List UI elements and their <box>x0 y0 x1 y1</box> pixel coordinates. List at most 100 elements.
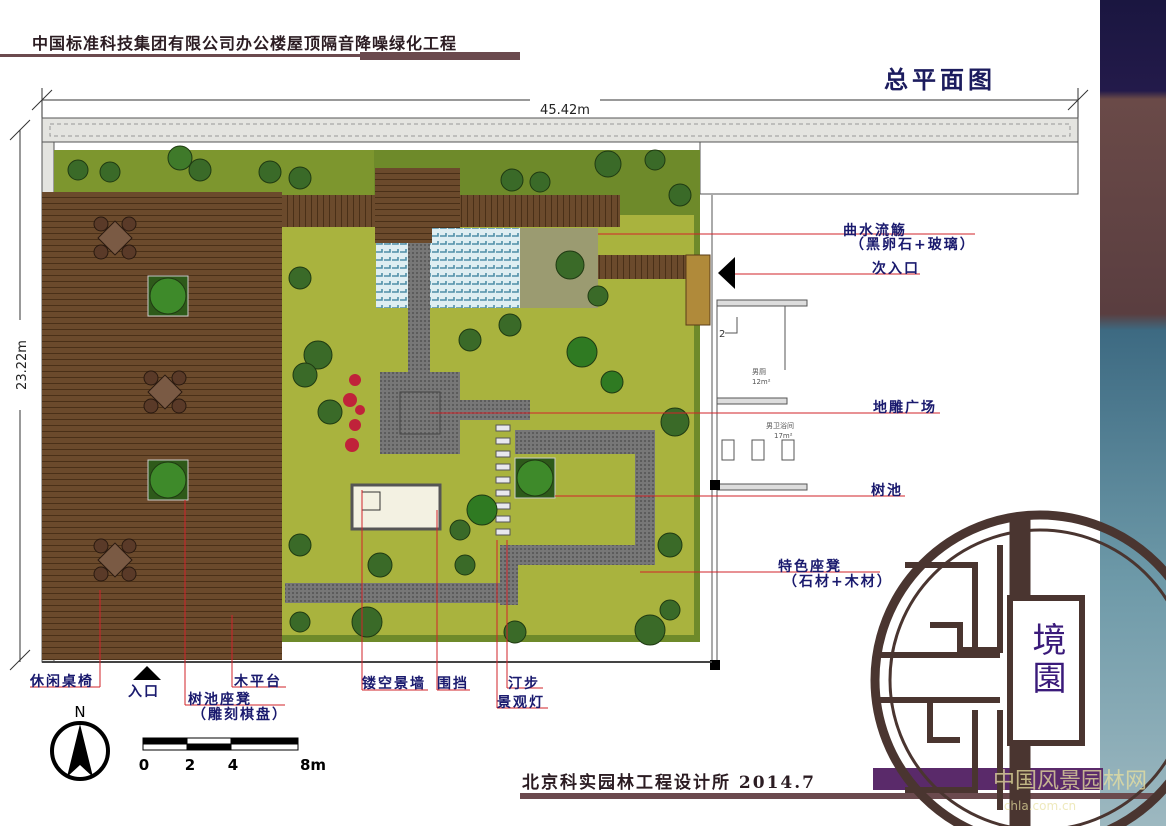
trees <box>67 145 692 646</box>
scale-tick: 4 <box>228 756 238 774</box>
tree <box>498 313 522 337</box>
label-entrance: 入口 <box>128 684 160 700</box>
label-tree-pit: 树池 <box>871 483 903 499</box>
chair <box>93 244 109 260</box>
drawing-title: 总平面图 <box>884 66 996 94</box>
room-number: 2 <box>719 329 725 340</box>
footer-underline <box>520 793 1160 799</box>
tree <box>449 519 471 541</box>
chair <box>143 370 159 386</box>
tree <box>288 533 312 557</box>
tree <box>660 407 690 437</box>
chair <box>121 244 137 260</box>
roof-parapet <box>41 117 1079 143</box>
table <box>147 374 183 410</box>
tree <box>67 159 89 181</box>
room-a-area: 12m² <box>752 378 771 386</box>
tree <box>659 599 681 621</box>
title-underline-bar <box>360 52 520 60</box>
tree <box>503 620 527 644</box>
secondary-entrance-arrow-icon <box>718 257 735 289</box>
chair <box>143 398 159 414</box>
scale-tick: 2 <box>185 756 195 774</box>
logo-text: 境園 <box>1026 622 1066 698</box>
tree <box>500 168 524 192</box>
wood-deck <box>42 192 282 660</box>
tree <box>317 399 343 425</box>
north-label: N <box>74 703 85 721</box>
tree <box>288 166 312 190</box>
label-winding-stream-material: （黑卵石+玻璃） <box>850 237 976 253</box>
tree <box>289 611 311 633</box>
roof-edge-right <box>699 141 1079 195</box>
round-window-logo <box>870 510 1166 826</box>
tree <box>634 614 666 646</box>
label-tree-pit-bench-detail: （雕刻棋盘） <box>192 707 288 723</box>
chair <box>121 538 137 554</box>
tree <box>657 532 683 558</box>
decorative-side-strip <box>1100 0 1166 826</box>
tree-in-pit <box>149 461 187 499</box>
tree <box>566 336 598 368</box>
tree <box>555 250 585 280</box>
label-feature-bench: 特色座凳 <box>778 559 842 575</box>
chair <box>121 216 137 232</box>
stepping-stones <box>495 424 511 536</box>
parapet-inner-line <box>49 123 1071 137</box>
scale-tick: 8m <box>300 756 326 774</box>
tree <box>288 266 312 290</box>
label-feature-bench-material: （石材+木材） <box>783 574 893 590</box>
tree <box>258 160 282 184</box>
watermark-url: chla.com.cn <box>1004 799 1076 813</box>
tree <box>587 285 609 307</box>
table <box>97 542 133 578</box>
tree <box>458 328 482 352</box>
tree <box>303 340 333 370</box>
label-landscape-lights: 景观灯 <box>497 695 545 711</box>
label-winding-stream: 曲水流觞 <box>843 223 907 239</box>
table <box>97 220 133 256</box>
label-tree-pit-bench: 树池座凳 <box>188 692 252 708</box>
label-wood-deck: 木平台 <box>234 674 282 690</box>
tree <box>292 362 318 388</box>
tree <box>529 171 551 193</box>
tree <box>454 554 476 576</box>
tree <box>594 150 622 178</box>
north-arrow-icon <box>50 721 110 781</box>
height-dimension-label: 23.22m <box>15 340 30 390</box>
entrance-steps <box>685 254 711 326</box>
scale-tick: 0 <box>139 756 149 774</box>
red-maple-shrubs <box>343 374 365 452</box>
room-a-name: 男厕 <box>752 368 766 376</box>
tree <box>188 158 212 182</box>
room-b-name: 男卫浴间 <box>766 421 794 430</box>
label-openwork-wall: 镂空景墙 <box>362 676 426 692</box>
chair <box>93 216 109 232</box>
tree <box>167 145 193 171</box>
label-enclosure: 围挡 <box>437 676 469 692</box>
tree <box>644 149 666 171</box>
chair <box>93 538 109 554</box>
building-floorplan <box>711 195 808 660</box>
width-dimension <box>31 88 1089 118</box>
footer-studio: 北京科实园林工程设计所 2014.7 <box>522 773 816 793</box>
tree-in-pit <box>516 459 554 497</box>
watermark-text: 中国风景园林网 <box>993 769 1147 794</box>
label-sculpture-plaza: 地雕广场 <box>873 400 937 416</box>
tree <box>466 494 498 526</box>
chair <box>171 398 187 414</box>
tree <box>367 552 393 578</box>
tree-in-pit <box>149 277 187 315</box>
leisure-tables <box>93 216 187 582</box>
room-b-area: 17m² <box>774 432 793 440</box>
tree <box>351 606 383 638</box>
entrance-arrow-icon <box>133 666 161 680</box>
chair <box>93 566 109 582</box>
winding-stream-east <box>432 228 520 308</box>
tree <box>668 183 692 207</box>
tree <box>600 370 624 394</box>
label-secondary-entrance: 次入口 <box>872 261 920 277</box>
width-dimension-label: 45.42m <box>540 103 590 118</box>
title-underline <box>0 54 365 57</box>
